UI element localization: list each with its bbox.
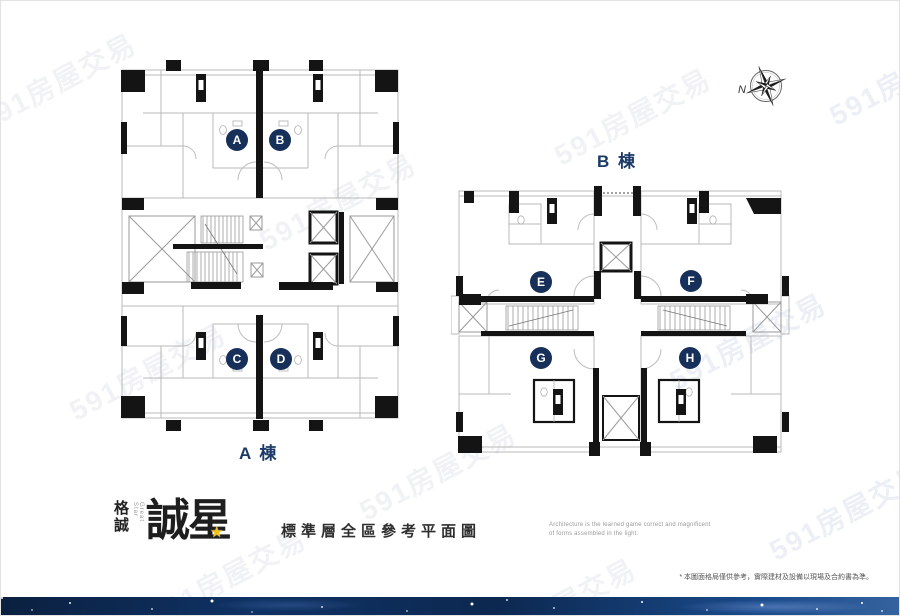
tagline-line-1: Architecture is the learned game correct… xyxy=(549,522,711,528)
star-dots xyxy=(1,597,3,599)
disclaimer-note: * 本圖面格局僅供參考，實際建材及設備以現場及合約書為準。 xyxy=(679,574,873,581)
unit-badge-f: F xyxy=(680,270,702,292)
tagline-line-2: of forms assembled in the light. xyxy=(549,531,639,537)
unit-badge-d: D xyxy=(270,348,292,370)
brand-logo-char-top: 格 xyxy=(114,501,130,517)
page-title: 標準層全區參考平面圖 xyxy=(281,523,482,540)
brand-logo-char-bottom: 誠 xyxy=(114,517,130,534)
unit-badge-h: H xyxy=(679,347,701,369)
building-a-label: A 棟 xyxy=(239,444,279,463)
unit-badge-e: E xyxy=(530,271,552,293)
compass-north-label: N xyxy=(738,84,746,96)
brand-logo-vertical: 格 誠 xyxy=(114,501,129,534)
starry-border xyxy=(1,597,899,615)
building-b-label: B 棟 xyxy=(597,152,637,171)
unit-badge-b: B xyxy=(269,129,291,151)
brand-logo-main: 誠星 ★ xyxy=(146,496,232,545)
watermark: 591房屋交易 xyxy=(764,458,900,567)
unit-badge-c: C xyxy=(226,348,248,370)
tagline: Architecture is the learned game correct… xyxy=(549,521,711,539)
brand-logo-english: Great Star xyxy=(132,502,145,523)
brand-logo: 格 誠 Great Star 誠星 ★ xyxy=(114,496,232,554)
brand-logo-main-text: 誠星 xyxy=(146,496,232,545)
floor-plan-building-a xyxy=(121,60,399,431)
unit-badge-g: G xyxy=(530,347,552,369)
compass-icon: N xyxy=(738,66,786,106)
star-icon: ★ xyxy=(210,523,224,541)
unit-badge-a: A xyxy=(226,129,248,151)
floor-plan-building-b xyxy=(451,186,790,456)
watermark: 591房屋交易 xyxy=(824,23,900,132)
